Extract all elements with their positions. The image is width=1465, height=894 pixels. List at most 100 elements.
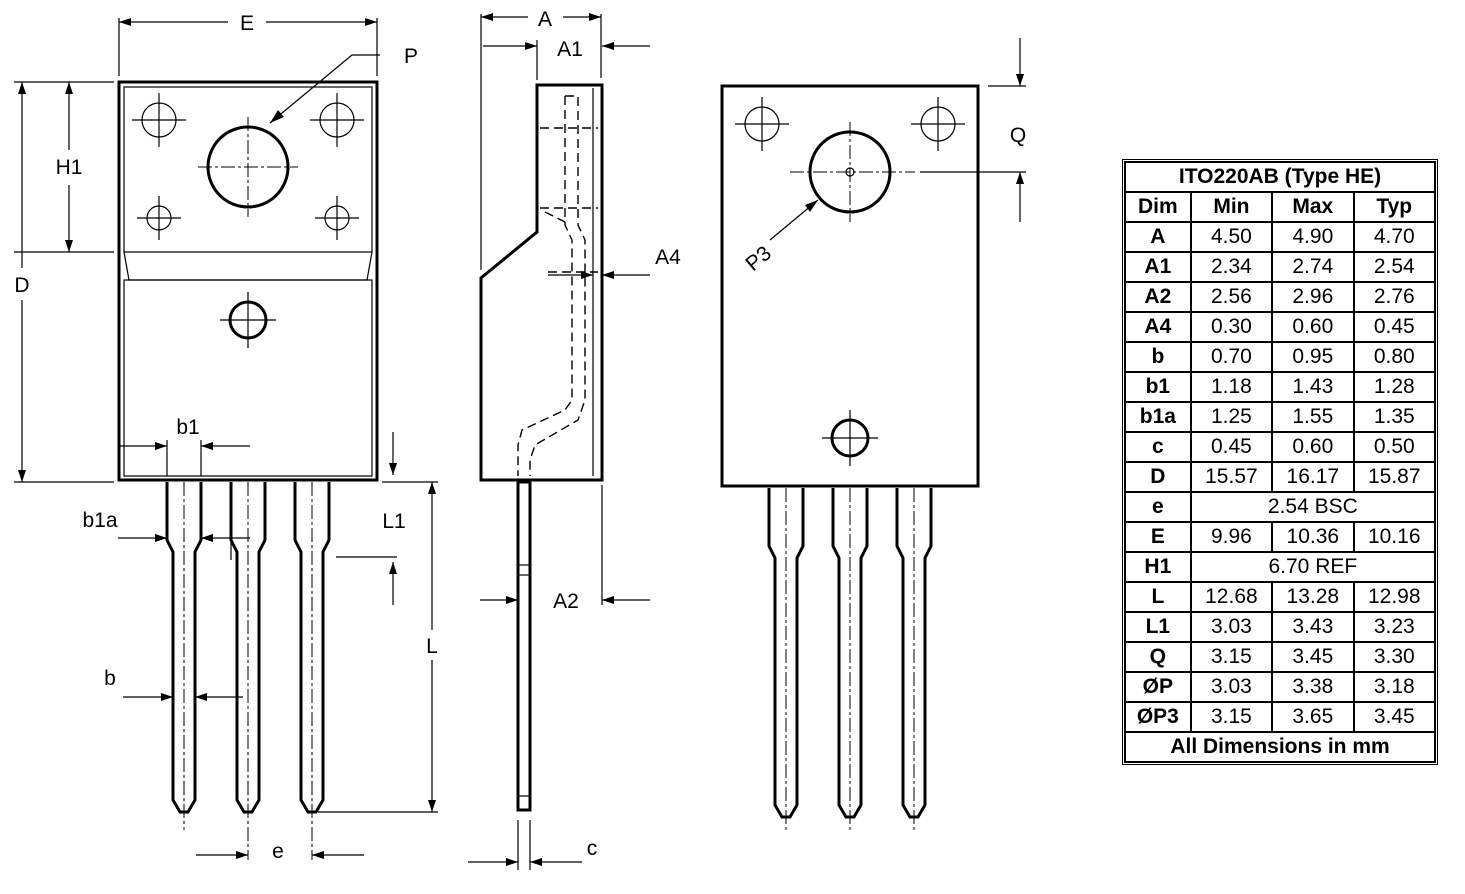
cell-max: 2.74 xyxy=(1272,252,1354,282)
cell-max: 0.60 xyxy=(1272,312,1354,342)
cell-dim: H1 xyxy=(1125,552,1191,582)
cell-min: 0.70 xyxy=(1190,342,1273,372)
cell-max: 3.38 xyxy=(1272,672,1354,702)
cell-typ: 0.45 xyxy=(1353,312,1435,342)
cell-typ: 3.30 xyxy=(1353,642,1435,672)
table-header-row: Dim Min Max Typ xyxy=(1125,192,1435,222)
cell-min: 2.34 xyxy=(1190,252,1273,282)
back-body-outline xyxy=(720,84,980,488)
cell-min: 3.15 xyxy=(1190,642,1273,672)
cell-typ: 3.18 xyxy=(1353,672,1435,702)
cell-max: 10.36 xyxy=(1272,522,1354,552)
cell-typ: 10.16 xyxy=(1353,522,1435,552)
cell-max: 4.90 xyxy=(1272,222,1354,252)
back-leads xyxy=(767,488,933,830)
cell-min: 0.45 xyxy=(1190,432,1273,462)
label-a: A xyxy=(538,8,552,31)
cell-dim: A2 xyxy=(1125,282,1191,312)
label-a4: A4 xyxy=(655,246,681,269)
cell-dim: L1 xyxy=(1125,612,1191,642)
cell-typ: 3.23 xyxy=(1353,612,1435,642)
side-view: A A1 A4 A2 c xyxy=(468,8,681,870)
cell-typ: 1.28 xyxy=(1353,372,1435,402)
label-b1a: b1a xyxy=(82,509,117,532)
cell-min: 1.18 xyxy=(1190,372,1273,402)
label-a2: A2 xyxy=(553,590,579,613)
back-view: Q P3 xyxy=(720,38,1026,830)
cell-dim: L xyxy=(1125,582,1191,612)
cell-max: 2.96 xyxy=(1272,282,1354,312)
cell-dim: E xyxy=(1125,522,1191,552)
cell-typ: 4.70 xyxy=(1353,222,1435,252)
front-body-outline xyxy=(117,80,379,482)
cell-max: 3.65 xyxy=(1272,702,1354,732)
header-max: Max xyxy=(1272,192,1354,222)
cell-dim: ØP xyxy=(1125,672,1191,702)
cell-max: 16.17 xyxy=(1272,462,1354,492)
cell-min: 1.25 xyxy=(1190,402,1273,432)
label-b1: b1 xyxy=(176,416,199,439)
cell-min: 15.57 xyxy=(1190,462,1273,492)
front-view: E P H1 D b1 b1a xyxy=(14,12,438,863)
cell-max: 1.55 xyxy=(1272,402,1354,432)
label-l1: L1 xyxy=(382,510,405,533)
cell-dim: D xyxy=(1125,462,1191,492)
cell-span-value: 6.70 REF xyxy=(1190,552,1435,582)
header-typ: Typ xyxy=(1353,192,1435,222)
front-lower-body xyxy=(123,279,373,477)
header-dim: Dim xyxy=(1125,192,1191,222)
label-e-pitch: e xyxy=(272,840,284,863)
cell-min: 3.03 xyxy=(1190,672,1273,702)
cell-typ: 0.50 xyxy=(1353,432,1435,462)
cell-typ: 2.54 xyxy=(1353,252,1435,282)
cell-typ: 1.35 xyxy=(1353,402,1435,432)
table-footer: All Dimensions in mm xyxy=(1125,732,1435,762)
cell-max: 3.43 xyxy=(1272,612,1354,642)
label-e-width: E xyxy=(240,12,254,35)
cell-dim: e xyxy=(1125,492,1191,522)
cell-typ: 3.45 xyxy=(1353,702,1435,732)
cell-dim: A xyxy=(1125,222,1191,252)
cell-max: 1.43 xyxy=(1272,372,1354,402)
cell-typ: 0.80 xyxy=(1353,342,1435,372)
cell-typ: 15.87 xyxy=(1353,462,1435,492)
cell-min: 3.03 xyxy=(1190,612,1273,642)
cell-min: 0.30 xyxy=(1190,312,1273,342)
header-min: Min xyxy=(1190,192,1273,222)
cell-max: 0.60 xyxy=(1272,432,1354,462)
side-lead xyxy=(516,480,532,812)
cell-dim: b1 xyxy=(1125,372,1191,402)
cell-min: 12.68 xyxy=(1190,582,1273,612)
cell-span-value: 2.54 BSC xyxy=(1190,492,1435,522)
cell-min: 4.50 xyxy=(1190,222,1273,252)
front-leads xyxy=(165,482,331,860)
label-a1: A1 xyxy=(557,38,583,61)
table-title: ITO220AB (Type HE) xyxy=(1125,162,1435,192)
cell-max: 13.28 xyxy=(1272,582,1354,612)
front-body-chamfer xyxy=(123,251,373,281)
cell-typ: 2.76 xyxy=(1353,282,1435,312)
label-c: c xyxy=(587,837,598,860)
label-q: Q xyxy=(1010,124,1026,147)
cell-min: 9.96 xyxy=(1190,522,1273,552)
label-p3: P3 xyxy=(741,242,775,276)
cell-dim: b xyxy=(1125,342,1191,372)
